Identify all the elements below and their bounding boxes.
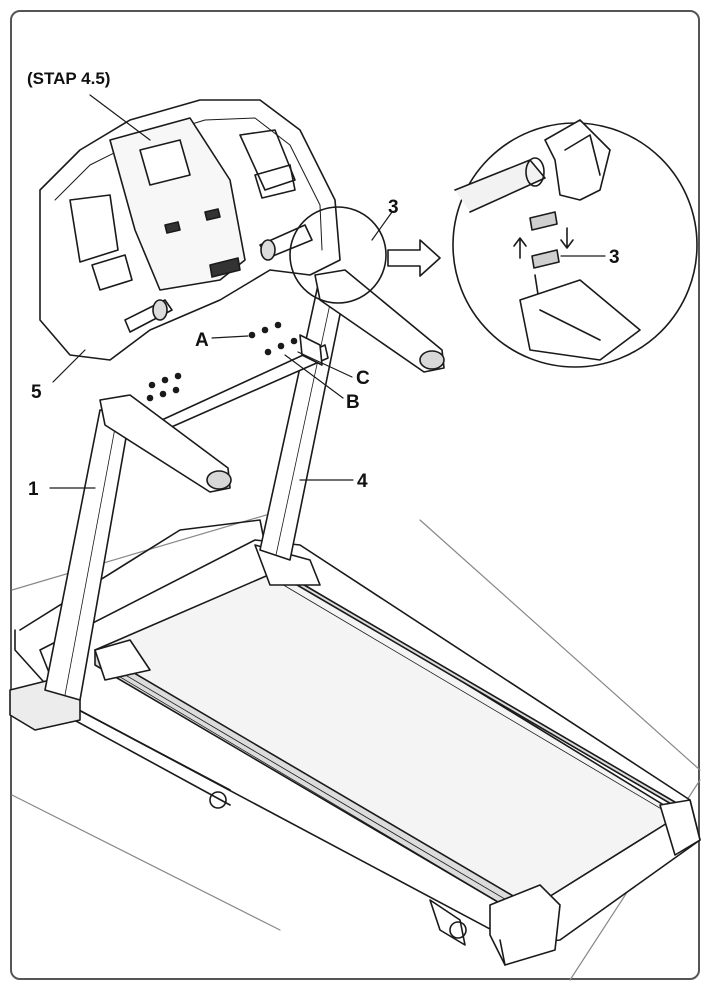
rear-end-cap-left: [489, 884, 561, 966]
part-label-3: 3: [388, 197, 399, 218]
leader-lines: [49, 94, 606, 489]
upright-right: [259, 284, 346, 561]
part-label-1: 1: [28, 479, 39, 500]
hardware-label-b: B: [346, 392, 360, 413]
part-label-5: 5: [31, 382, 42, 403]
part-label-3-detail: 3: [609, 247, 620, 268]
console: [39, 99, 341, 361]
transport-wheel: [209, 791, 227, 809]
rear-end-cap-right: [659, 799, 701, 856]
display-screen: [139, 139, 191, 186]
left-handlebar: [99, 394, 232, 493]
zoom-detail: [452, 119, 698, 368]
treadmill-deck: [9, 519, 701, 966]
hardware-label-c: C: [356, 368, 370, 389]
lower-frame: [59, 699, 231, 806]
diagram-frame: [10, 10, 700, 980]
hardware-bolts: [146, 321, 323, 402]
hardware-label-a: A: [195, 330, 209, 351]
part-label-4: 4: [357, 471, 368, 492]
zoom-arrow: [387, 239, 441, 277]
detail-source-circle: [289, 206, 387, 304]
step-reference-label: (STAP 4.5): [27, 69, 111, 88]
